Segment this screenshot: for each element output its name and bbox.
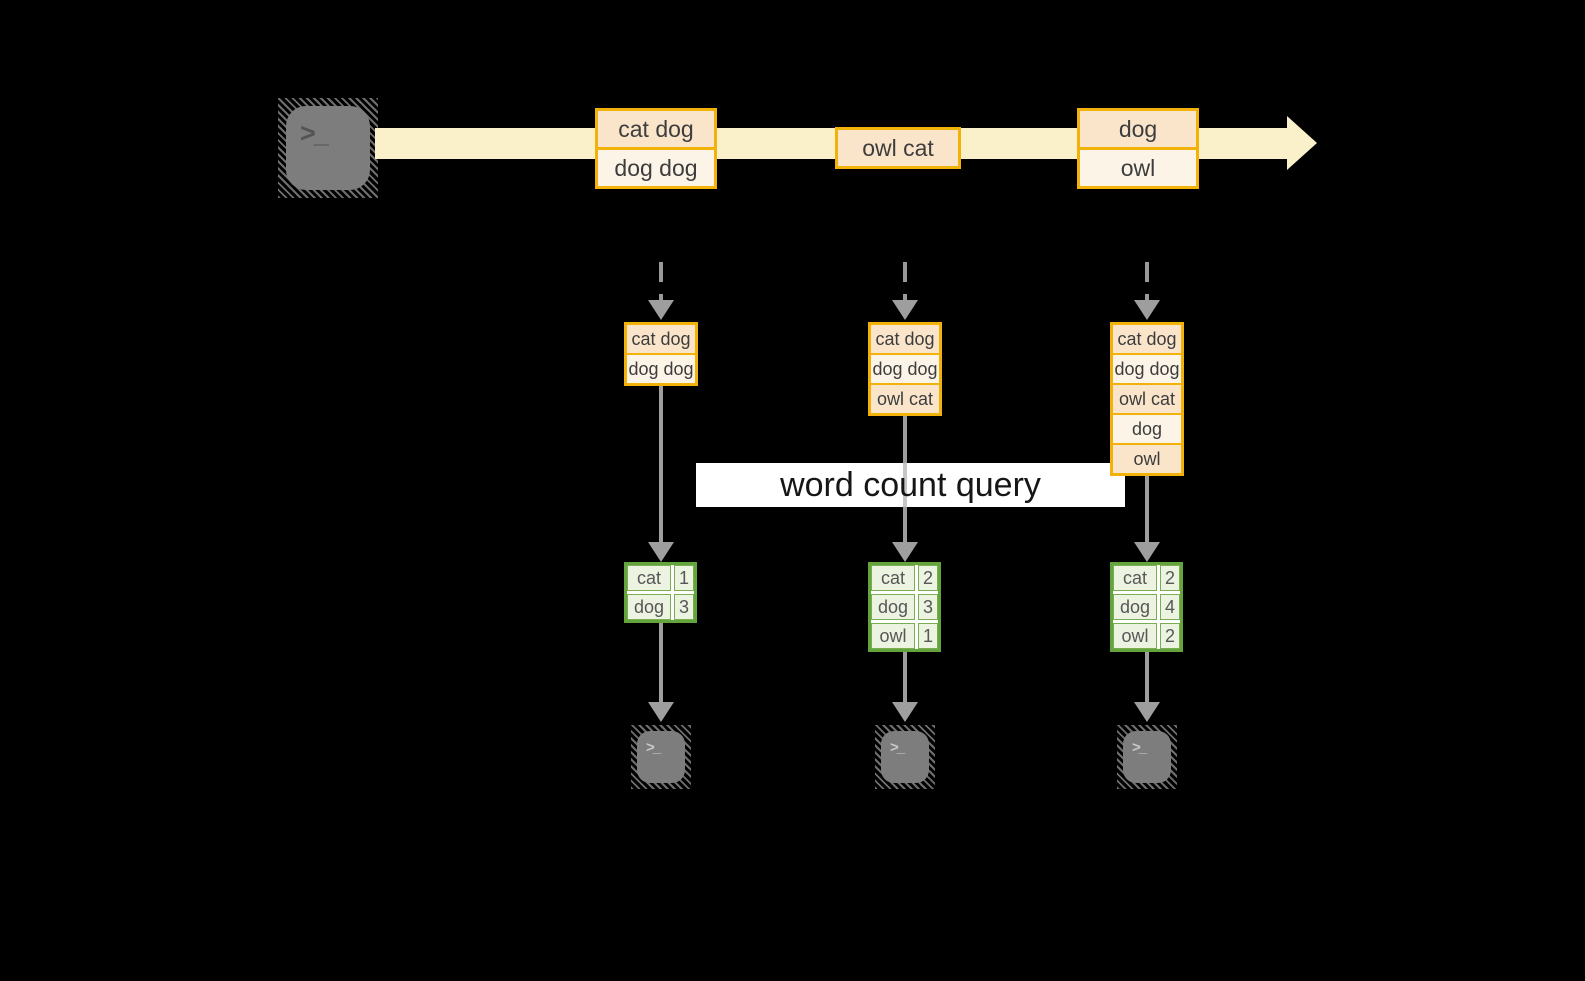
arrowhead-icon bbox=[892, 542, 918, 562]
arrowhead-icon bbox=[1134, 300, 1160, 320]
count-word: owl bbox=[871, 623, 915, 649]
count-value: 2 bbox=[1160, 623, 1180, 649]
buffer-line: cat dog bbox=[627, 325, 695, 353]
count-table-1: cat 1 dog 3 bbox=[624, 562, 697, 623]
query-banner: word count query bbox=[696, 463, 1125, 507]
buffer-line: dog dog bbox=[871, 353, 939, 383]
count-word: cat bbox=[1113, 565, 1157, 591]
prompt-icon: >_ bbox=[1123, 731, 1171, 783]
count-word: cat bbox=[871, 565, 915, 591]
arrowhead-icon bbox=[648, 542, 674, 562]
prompt-icon: >_ bbox=[637, 731, 685, 783]
buffer-line: cat dog bbox=[1113, 325, 1181, 353]
count-value: 4 bbox=[1160, 594, 1180, 620]
buffer-line: owl cat bbox=[1113, 383, 1181, 413]
buffer-line: dog dog bbox=[627, 353, 695, 383]
arrow-through-banner bbox=[903, 463, 907, 507]
stream-arrowhead-icon bbox=[1287, 116, 1317, 170]
input-table-1: cat dog dog dog bbox=[624, 322, 698, 386]
buffer-line: dog bbox=[1113, 413, 1181, 443]
arrowhead-icon bbox=[1134, 542, 1160, 562]
buffer-line: owl bbox=[1113, 443, 1181, 473]
count-table-3: cat 2 dog 4 owl 2 bbox=[1110, 562, 1183, 652]
count-word: dog bbox=[1113, 594, 1157, 620]
stream-batch-3: dog owl bbox=[1077, 108, 1199, 189]
arrowhead-icon bbox=[1134, 702, 1160, 722]
stream-record: owl bbox=[1080, 147, 1196, 186]
count-value: 2 bbox=[918, 565, 938, 591]
dashed-arrow bbox=[903, 262, 907, 300]
dashed-arrow bbox=[1145, 262, 1149, 300]
down-arrow bbox=[659, 386, 663, 542]
prompt-icon: >_ bbox=[286, 106, 370, 190]
down-arrow bbox=[1145, 652, 1149, 703]
prompt-icon: >_ bbox=[881, 731, 929, 783]
query-banner-label: word count query bbox=[780, 465, 1041, 504]
stream-record: dog dog bbox=[598, 147, 714, 186]
terminal-icon: >_ bbox=[875, 725, 935, 789]
terminal-icon: >_ bbox=[278, 98, 378, 198]
arrowhead-icon bbox=[648, 300, 674, 320]
down-arrow bbox=[1145, 476, 1149, 542]
stream-record: owl cat bbox=[838, 130, 958, 166]
count-word: dog bbox=[871, 594, 915, 620]
dashed-arrow bbox=[659, 262, 663, 300]
stream-batch-2: owl cat bbox=[835, 127, 961, 169]
buffer-line: dog dog bbox=[1113, 353, 1181, 383]
count-value: 1 bbox=[674, 565, 694, 591]
terminal-icon: >_ bbox=[1117, 725, 1177, 789]
count-table-2: cat 2 dog 3 owl 1 bbox=[868, 562, 941, 652]
buffer-line: owl cat bbox=[871, 383, 939, 413]
stream-record: dog bbox=[1080, 111, 1196, 147]
count-word: dog bbox=[627, 594, 671, 620]
buffer-line: cat dog bbox=[871, 325, 939, 353]
count-word: cat bbox=[627, 565, 671, 591]
arrowhead-icon bbox=[892, 300, 918, 320]
stream-batch-1: cat dog dog dog bbox=[595, 108, 717, 189]
stream-record: cat dog bbox=[598, 111, 714, 147]
count-value: 3 bbox=[674, 594, 694, 620]
count-word: owl bbox=[1113, 623, 1157, 649]
down-arrow bbox=[903, 652, 907, 703]
arrowhead-icon bbox=[648, 702, 674, 722]
count-value: 1 bbox=[918, 623, 938, 649]
count-value: 2 bbox=[1160, 565, 1180, 591]
terminal-icon: >_ bbox=[631, 725, 691, 789]
input-table-3: cat dog dog dog owl cat dog owl bbox=[1110, 322, 1184, 476]
down-arrow bbox=[659, 623, 663, 703]
count-value: 3 bbox=[918, 594, 938, 620]
arrowhead-icon bbox=[892, 702, 918, 722]
input-table-2: cat dog dog dog owl cat bbox=[868, 322, 942, 416]
